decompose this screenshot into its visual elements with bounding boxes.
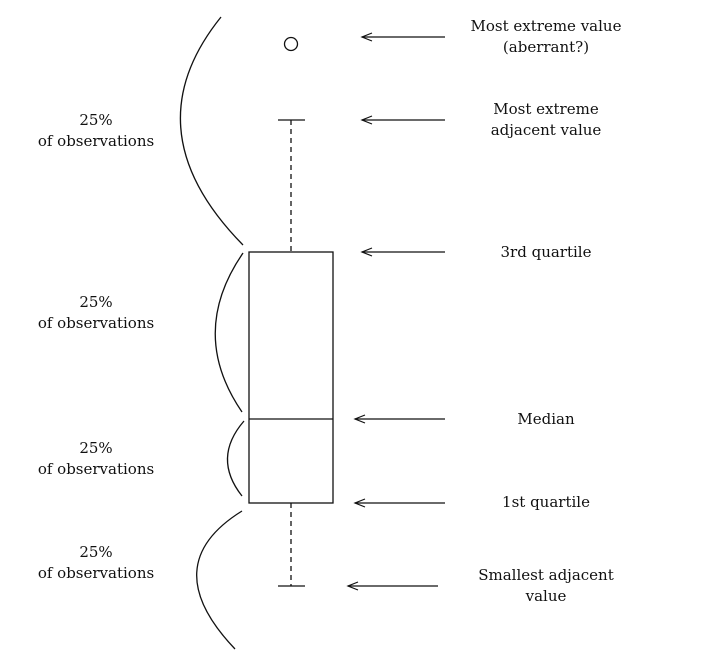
right-label-first-quartile: 1st quartile [502,493,590,511]
arrow-smallest-adjacent [346,581,438,591]
arrow-most-extreme-value [360,32,445,42]
left-label-lower-quarter: 25% of observations [37,543,155,582]
brace-lower-middle-quarter [226,420,245,497]
left-label-lower-middle-quarter: 25% of observations [37,439,155,478]
interquartile-box [248,251,334,504]
right-label-most-extreme-adjacent: Most extreme adjacent value [490,100,602,139]
left-label-upper-quarter: 25% of observations [37,111,155,150]
arrow-median [353,414,445,424]
right-label-most-extreme-value: Most extreme value (aberrant?) [470,17,622,56]
left-label-upper-middle-quarter: 25% of observations [37,293,155,332]
arrow-most-extreme-adjacent [360,115,445,125]
brace-lower-quarter [196,510,243,650]
brace-upper-middle-quarter [214,252,244,413]
outlier-point [283,36,299,52]
right-label-smallest-adjacent: Smallest adjacent value [478,566,614,605]
arrow-third-quartile [360,247,445,257]
right-label-median: Median [517,410,575,428]
arrow-first-quartile [353,498,445,508]
brace-upper-quarter [179,16,244,246]
right-label-third-quartile: 3rd quartile [500,243,592,261]
